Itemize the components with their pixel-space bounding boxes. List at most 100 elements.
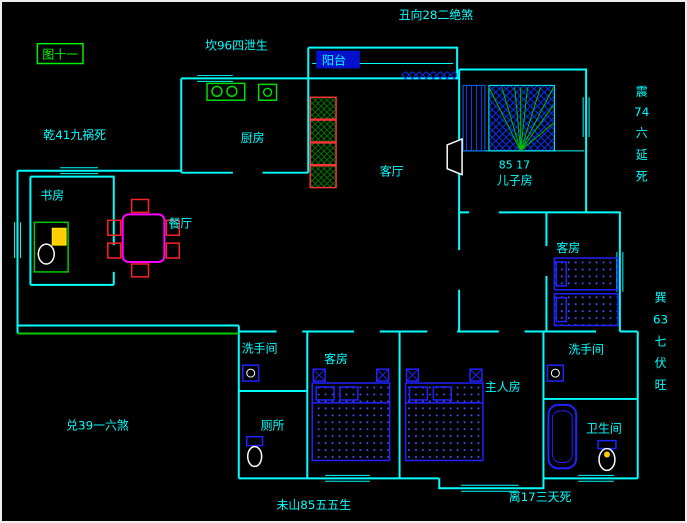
sink-bowl-icon xyxy=(550,368,560,378)
washroom-right-fixtures xyxy=(546,364,565,382)
bed-pillow xyxy=(432,386,452,401)
annotation-right-lower: 伏 xyxy=(655,356,667,370)
label-guest-right: 客房 xyxy=(556,241,580,255)
label-washroom-right: 洗手间 xyxy=(568,342,604,356)
annotation-top: 丑向28二绝煞 xyxy=(399,8,474,22)
study-furniture xyxy=(33,221,69,273)
balcony-door-hatch xyxy=(401,71,458,80)
kitchen-sink-icon xyxy=(257,83,278,101)
stove-burner-icon xyxy=(226,85,238,98)
toilet-bowl-icon xyxy=(598,447,616,472)
wall-left-wing xyxy=(16,169,239,334)
bed xyxy=(404,382,484,462)
desk xyxy=(33,221,69,273)
sofa-cushion xyxy=(309,142,337,166)
nightstand-icon xyxy=(312,368,326,382)
bathtub-inner xyxy=(551,410,573,463)
nightstand-x xyxy=(406,368,419,382)
toilet-tank-icon xyxy=(246,435,264,447)
bed-pillow xyxy=(315,386,335,401)
annotation-right-lower: 旺 xyxy=(655,378,667,392)
compass-annotations: 丑向28二绝煞 坎96四泄生 乾41九祸死 兑39一六煞 未山85五五生 离17… xyxy=(43,8,668,512)
dining-chairs xyxy=(107,198,181,278)
bed-pillow xyxy=(339,386,359,401)
sofa-cushion xyxy=(309,119,337,143)
annotation-bottom-left: 兑39一六煞 xyxy=(66,419,129,433)
window-kitchen-top xyxy=(197,74,233,82)
wall-bottom-outer xyxy=(237,325,639,490)
annotation-bottom-right: 离17三天死 xyxy=(509,490,572,504)
dining-table xyxy=(121,213,166,263)
staircase xyxy=(462,84,555,152)
dining-set xyxy=(107,198,181,278)
stove-icon xyxy=(206,82,246,101)
sofa-cushion xyxy=(309,96,337,120)
dining-chair xyxy=(130,198,150,214)
toilet-room-fixtures xyxy=(246,435,264,468)
label-kitchen: 厨房 xyxy=(241,131,265,145)
label-guest-bottom: 客房 xyxy=(324,352,348,366)
annotation-right-upper: 延 xyxy=(636,148,648,162)
bed xyxy=(553,293,619,327)
bed-pillow xyxy=(555,261,568,287)
sofa-cushion xyxy=(309,164,337,189)
wall-bottom-partitions xyxy=(238,331,638,479)
bathroom-fixtures xyxy=(547,403,617,472)
annotation-right-lower: 63 xyxy=(653,313,668,327)
window-study-left xyxy=(14,222,21,259)
dining-chair xyxy=(107,242,122,259)
annotation-right-lower: 七 xyxy=(655,334,667,348)
walls-cyan xyxy=(16,46,639,490)
dining-chair xyxy=(130,263,150,278)
bed-pillow xyxy=(555,296,568,323)
annotation-right-upper: 死 xyxy=(636,170,648,184)
label-dining: 餐厅 xyxy=(168,216,192,230)
sink-bowl-icon xyxy=(246,368,256,378)
label-washroom-left: 洗手间 xyxy=(242,341,278,355)
label-study: 书房 xyxy=(40,188,64,202)
nightstand-icon xyxy=(469,368,483,382)
wall-stair-block xyxy=(458,68,588,332)
nightstand-x xyxy=(376,368,390,382)
nightstand-icon xyxy=(375,368,390,382)
window-stair-right xyxy=(582,97,590,137)
window-master-bottom xyxy=(461,484,519,492)
label-living: 客厅 xyxy=(380,165,404,179)
balcony-label-plate xyxy=(316,50,360,69)
entry-door-symbol xyxy=(446,137,463,176)
dining-chair xyxy=(107,219,122,236)
stove-burner-icon xyxy=(211,85,223,98)
stair-winder-lines xyxy=(488,87,554,152)
wall-kitchen xyxy=(180,77,460,174)
toilet-seat-dot xyxy=(603,451,610,458)
stair-numbers: 85 17 xyxy=(499,159,530,172)
guest-right-beds xyxy=(553,257,619,327)
sink-icon xyxy=(546,364,565,382)
bed-pillow xyxy=(408,386,429,401)
label-balcony: 阳台 xyxy=(322,54,346,68)
nightstand-icon xyxy=(405,368,420,382)
desk-chair-icon xyxy=(37,243,55,265)
annotation-right-upper: 六 xyxy=(636,126,648,140)
kitchen-sink-bowl-icon xyxy=(262,87,273,98)
sink-icon xyxy=(242,364,260,382)
window-top-left xyxy=(60,167,98,175)
washroom-left-fixtures xyxy=(242,364,260,382)
label-kids-room: 儿子房 xyxy=(497,174,533,188)
toilet-bowl-icon xyxy=(246,445,263,468)
wall-balcony xyxy=(307,46,459,79)
dining-chair xyxy=(165,219,181,236)
sofa xyxy=(309,96,337,189)
annotation-right-upper: 74 xyxy=(634,105,649,119)
master-bed xyxy=(404,368,484,462)
figure-box-frame xyxy=(36,42,84,65)
annotation-top-left: 坎96四泄生 xyxy=(205,39,268,53)
label-toilet: 厕所 xyxy=(261,419,285,433)
nightstand-x xyxy=(312,368,326,382)
wall-study xyxy=(29,175,115,286)
stair-treads-strip xyxy=(462,84,486,152)
figure-title-box: 图十一 xyxy=(36,42,84,65)
nightstand-x xyxy=(469,368,483,382)
